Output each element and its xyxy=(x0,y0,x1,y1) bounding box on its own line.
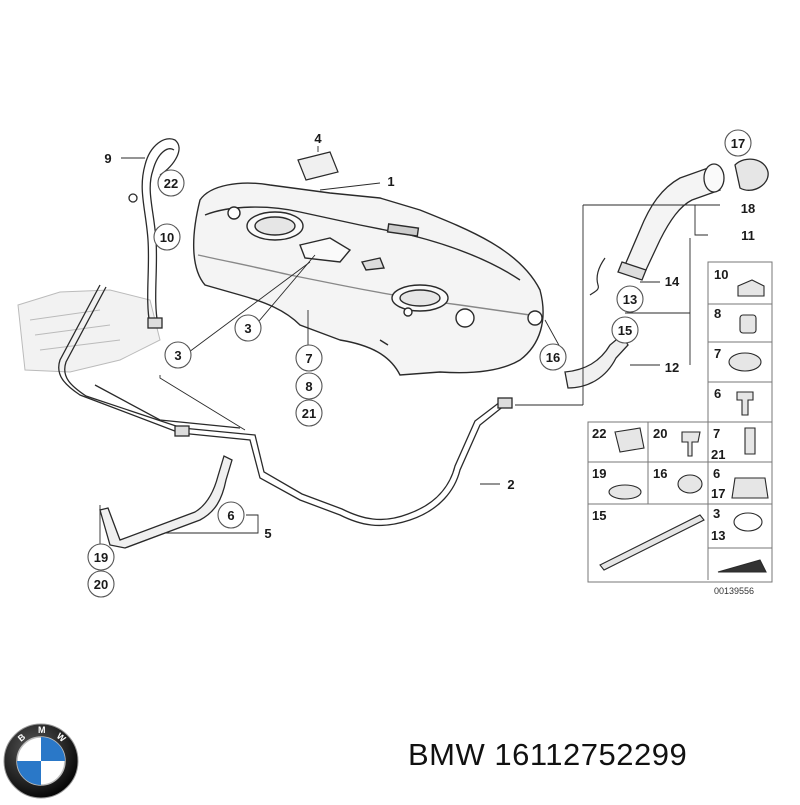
callout-19: 19 xyxy=(94,550,108,565)
callout-9: 9 xyxy=(104,151,111,166)
callout-2: 2 xyxy=(507,477,514,492)
callout-12: 12 xyxy=(665,360,679,375)
panel-label-7: 7 xyxy=(714,346,721,361)
panel-label-13: 13 xyxy=(711,528,725,543)
callout-14: 14 xyxy=(665,274,680,289)
callout-6: 6 xyxy=(227,508,234,523)
panel-label-15: 15 xyxy=(592,508,606,523)
panel-label-10: 10 xyxy=(714,267,728,282)
panel-label-22: 22 xyxy=(592,426,606,441)
wire-14 xyxy=(589,257,606,296)
callout-11: 11 xyxy=(741,228,755,243)
panel-label-6: 6 xyxy=(714,386,721,401)
callout-4: 4 xyxy=(314,131,322,146)
bmw-roundel-icon: B M W xyxy=(3,723,79,799)
panel-label-8: 8 xyxy=(714,306,721,321)
bracket-5 xyxy=(99,455,233,549)
panel-label-6b: 6 xyxy=(713,466,720,481)
hose-12 xyxy=(564,334,629,389)
filler-neck-11 xyxy=(617,158,769,281)
leader-lines xyxy=(99,146,720,549)
reference-code: 00139556 xyxy=(714,586,754,596)
callout-8: 8 xyxy=(305,379,312,394)
part-4-pad xyxy=(297,151,339,181)
svg-text:M: M xyxy=(38,725,46,735)
parts-panel-lower xyxy=(587,421,773,583)
callout-21: 21 xyxy=(302,406,316,421)
callout-15: 15 xyxy=(618,323,632,338)
callout-10: 10 xyxy=(160,230,174,245)
bmw-logo: B M W xyxy=(2,722,80,800)
callout-5: 5 xyxy=(264,526,271,541)
panel-label-19: 19 xyxy=(592,466,606,481)
callout-18: 18 xyxy=(741,201,755,216)
panel-label-7b: 7 xyxy=(713,426,720,441)
panel-label-20: 20 xyxy=(653,426,667,441)
callout-20: 20 xyxy=(94,577,108,592)
engine-ghost xyxy=(17,289,161,373)
callout-3-upper: 3 xyxy=(244,321,251,336)
callout-17: 17 xyxy=(731,136,745,151)
panel-label-21: 21 xyxy=(711,447,725,462)
callout-7: 7 xyxy=(305,351,312,366)
callout-13: 13 xyxy=(623,292,637,307)
callout-1: 1 xyxy=(387,174,394,189)
fuel-lines xyxy=(58,284,513,527)
panel-label-3: 3 xyxy=(713,506,720,521)
svg-text:B: B xyxy=(16,731,28,743)
callout-3-lower: 3 xyxy=(174,348,181,363)
callouts xyxy=(87,129,752,598)
vent-hose-9 xyxy=(128,138,180,329)
panel-label-17: 17 xyxy=(711,486,725,501)
panel-part-icons xyxy=(599,279,769,573)
callout-16: 16 xyxy=(546,350,560,365)
panel-label-16: 16 xyxy=(653,466,667,481)
fuel-tank xyxy=(192,182,544,376)
callout-22: 22 xyxy=(164,176,178,191)
part-number-caption: BMW 16112752299 xyxy=(408,737,688,772)
